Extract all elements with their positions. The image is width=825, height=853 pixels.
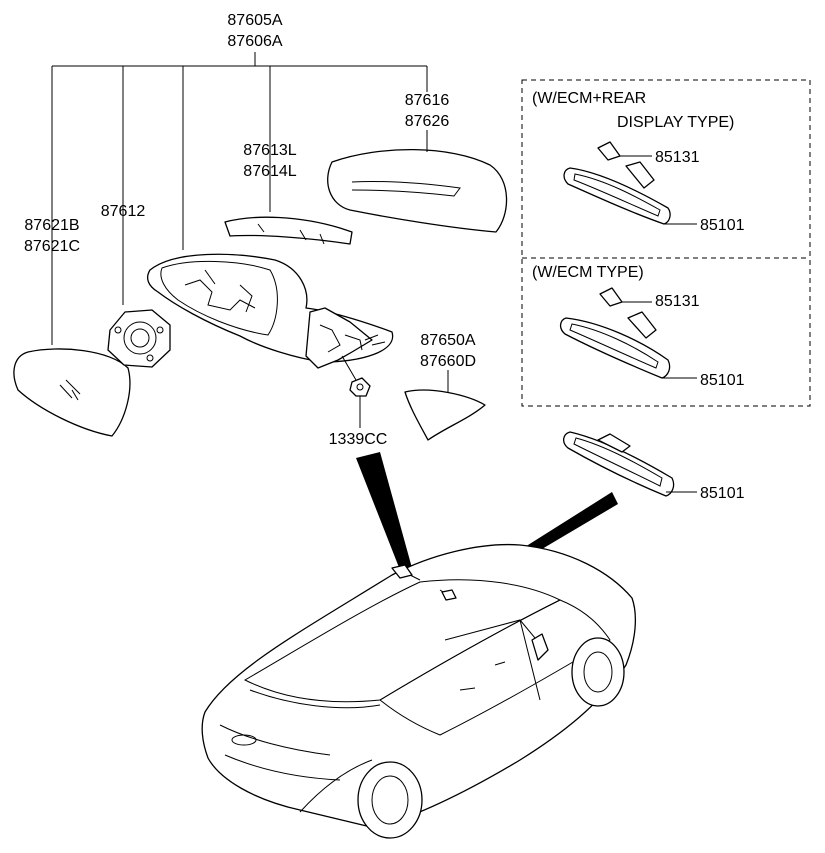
mirror-assy-leader-lines (51, 52, 428, 345)
mirror-actuator[interactable] (107, 309, 171, 368)
label-lamp-rh: 87614L (243, 163, 296, 180)
label-scalp-rh: 87626 (405, 113, 450, 130)
label-mirror-assy-lh: 87605A (227, 12, 282, 29)
option-ecm: (W/ECM TYPE) (532, 264, 644, 281)
label-nut: 1339CC (329, 431, 388, 448)
turn-signal-lamp[interactable] (224, 216, 353, 245)
mirror-scalp-cover[interactable] (327, 148, 508, 233)
label-mirror-assy-rh: 87606A (227, 33, 282, 50)
label-inside-mirror-3: 85101 (700, 485, 745, 502)
inside-mirror-ecm[interactable] (559, 287, 697, 379)
label-inside-mirror-2: 85101 (700, 372, 745, 389)
option-ecm-rear-display-line2: DISPLAY TYPE) (617, 114, 734, 131)
label-inside-mirror-1: 85101 (700, 217, 745, 234)
label-scalp-lh: 87616 (405, 92, 450, 109)
inside-mirror-standard[interactable] (563, 431, 697, 497)
inside-mirror-ecm-rear-display[interactable] (563, 141, 697, 225)
mirror-housing[interactable] (147, 253, 394, 369)
label-cover-cap-1: 85131 (655, 149, 700, 166)
part-labels: 87605A 87606A 87616 87626 87613L 87614L … (24, 12, 745, 502)
option-labels: (W/ECM+REAR DISPLAY TYPE) (W/ECM TYPE) (532, 90, 734, 281)
mirror-lower-cover[interactable] (404, 389, 486, 441)
option-boxes (521, 79, 811, 407)
vehicle-illustration (201, 543, 636, 839)
option-ecm-rear-display-line1: (W/ECM+REAR (532, 90, 646, 107)
label-cover-rh: 87660D (420, 353, 476, 370)
label-cover-cap-2: 85131 (655, 293, 700, 310)
label-glass-rh: 87621C (24, 238, 80, 255)
nut[interactable] (341, 355, 371, 428)
label-lamp-lh: 87613L (243, 142, 296, 159)
label-actuator: 87612 (101, 203, 146, 220)
label-glass-lh: 87621B (24, 217, 79, 234)
label-cover-lh: 87650A (420, 332, 475, 349)
mirror-glass[interactable] (13, 348, 131, 437)
